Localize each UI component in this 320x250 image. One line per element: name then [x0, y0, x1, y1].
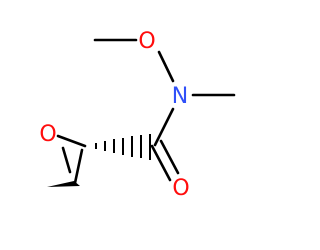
bond-ring-o-c1: [61, 146, 72, 174]
bond-ring-o-c2: [56, 134, 87, 148]
bond-o-n: [157, 50, 175, 83]
bond-carbonyl-double-2: [159, 139, 180, 175]
hashed-wedge-bond: [95, 134, 151, 160]
atom-label-amide-nitrogen: N: [172, 84, 188, 109]
atom-label-carbonyl-oxygen: O: [172, 176, 189, 201]
atom-label-epoxide-oxygen: O: [39, 122, 56, 147]
atom-label-methoxy-oxygen: O: [138, 29, 155, 54]
solid-wedge-bond: [47, 181, 80, 187]
bond-carbonyl-double-1: [150, 144, 172, 182]
structure-canvas: O N O O: [39, 29, 236, 201]
molecule-drawing: O N O O: [39, 29, 236, 201]
bond-n-carbonyl: [153, 107, 175, 147]
bond-ring-c1-c2: [73, 148, 84, 185]
